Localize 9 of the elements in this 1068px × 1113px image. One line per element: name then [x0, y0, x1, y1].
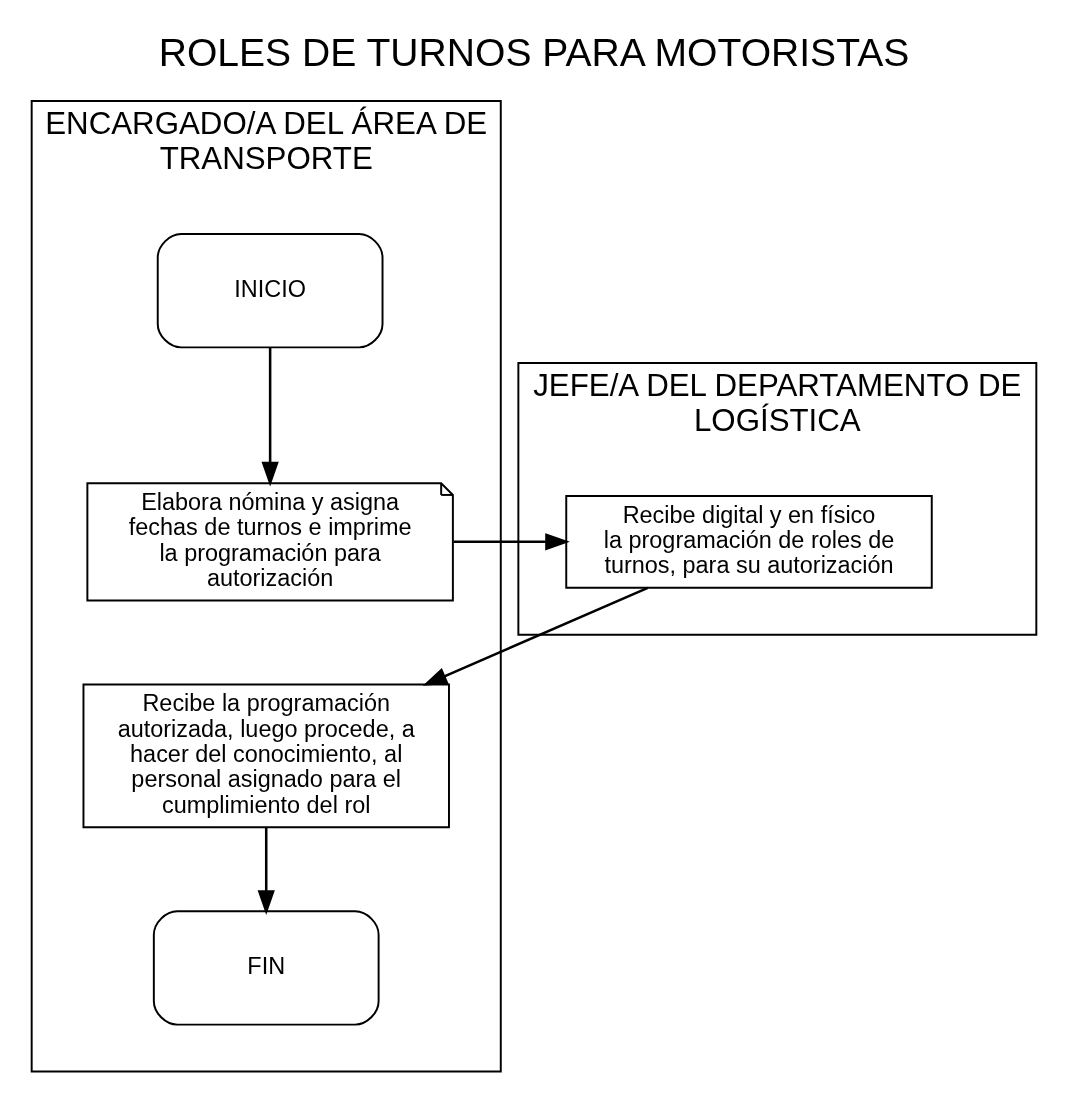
arrow [422, 586, 649, 686]
arrow [453, 532, 570, 550]
node-box: FIN [152, 909, 380, 1026]
node-box: Recibe digital y en físico la programación de roles de turnos, para su autorización [565, 494, 933, 589]
node-box: Recibe la programación autorizada, luego procede, a hacer del conocimiento, al personal asignado para el cumplimiento del rol [82, 683, 450, 828]
diagram-title: ROLES DE TURNOS PARA MOTORISTAS [158, 30, 910, 74]
arrow [261, 347, 279, 486]
arrow [257, 827, 275, 915]
node-box: INICIO [156, 232, 384, 348]
